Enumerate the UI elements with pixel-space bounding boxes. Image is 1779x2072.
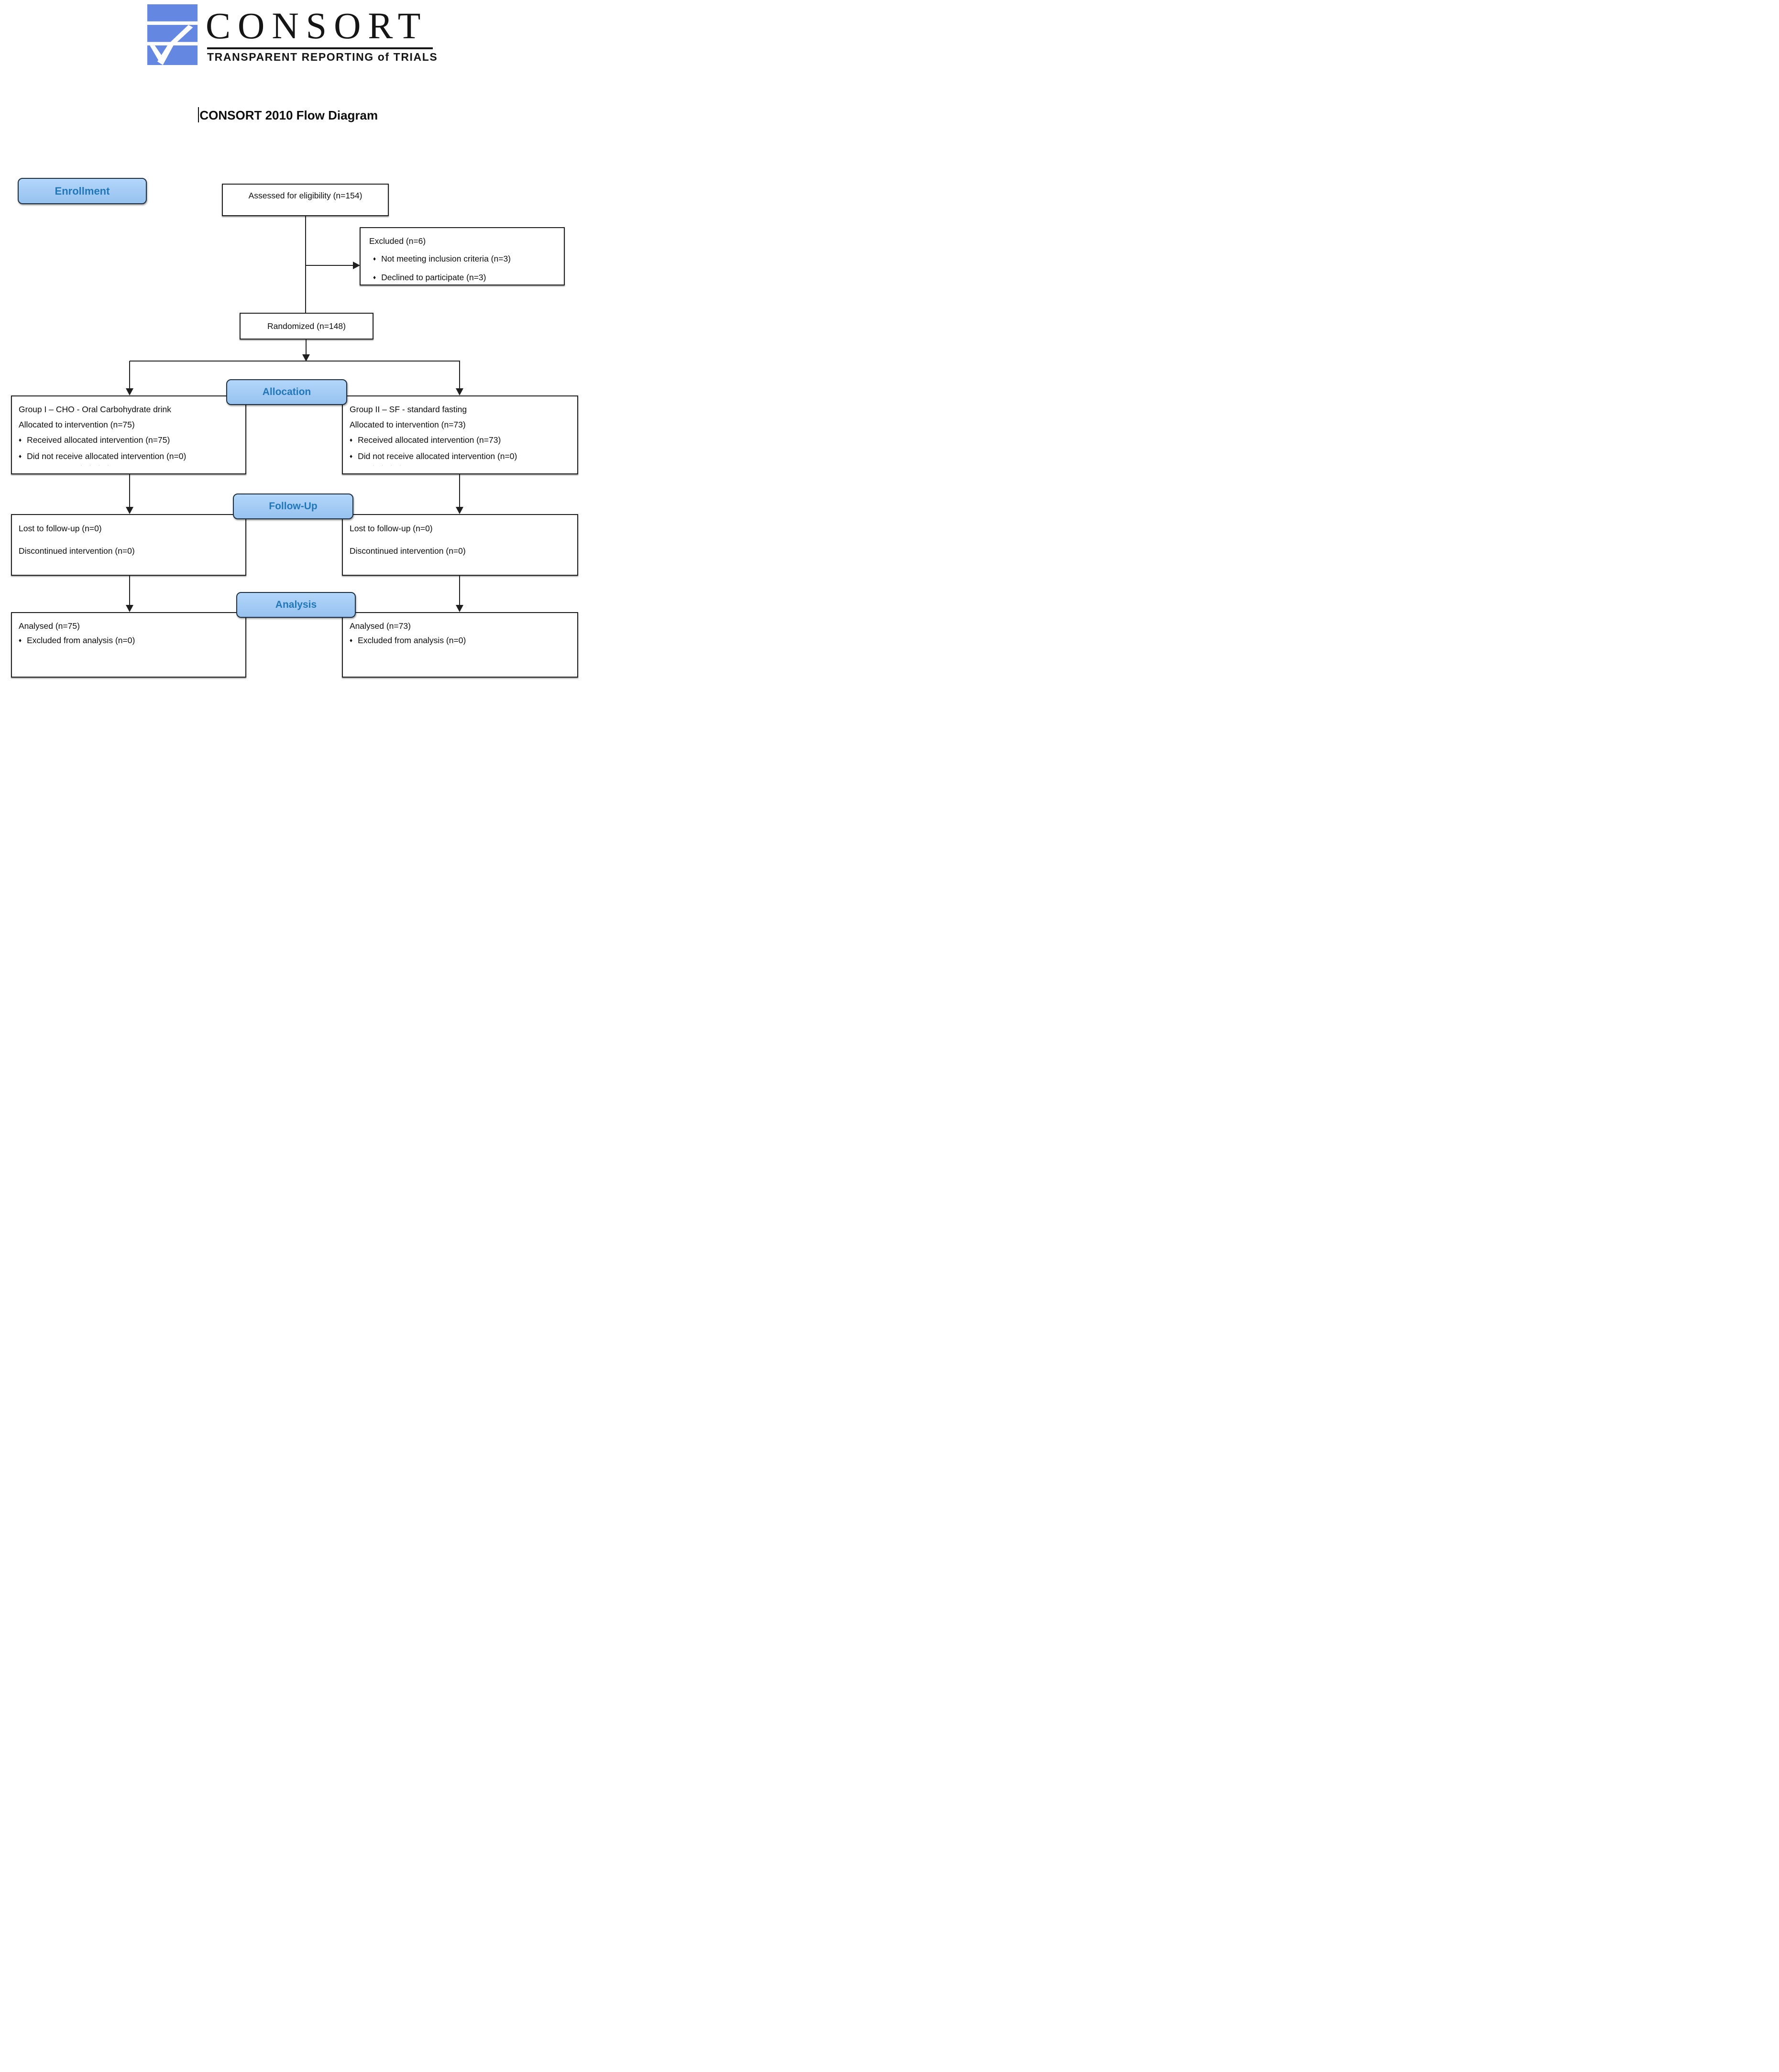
- diamond-bullet-icon: ♦: [19, 437, 22, 443]
- followup-line: Discontinued intervention (n=0): [350, 546, 466, 556]
- box-title: Excluded (n=6): [369, 236, 426, 246]
- bullet-item: ♦ Received allocated intervention (n=73): [350, 432, 573, 449]
- document-page: CONSORT TRANSPARENT REPORTING of TRIALS …: [0, 0, 593, 691]
- text-cursor: [198, 107, 199, 122]
- arrowhead-into-followup2-icon: [456, 507, 463, 514]
- bullet-text: Excluded from analysis (n=0): [358, 636, 466, 645]
- connector-branch-to-excluded: [306, 265, 354, 266]
- box-group1-allocation: Group I – CHO - Oral Carbohydrate drink …: [11, 395, 246, 474]
- connector-followup1-to-analysis1: [129, 576, 130, 605]
- bullet-text: Did not receive allocated intervention (…: [358, 451, 517, 461]
- box-excluded: Excluded (n=6) ♦ Not meeting inclusion c…: [360, 227, 565, 285]
- stage-label-text: Follow-Up: [269, 501, 318, 512]
- arrowhead-into-analysis1-icon: [126, 605, 133, 612]
- logo-brand-text: CONSORT: [206, 5, 428, 46]
- diamond-bullet-icon: ♦: [350, 453, 353, 460]
- group-title: Group II – SF - standard fasting: [350, 405, 467, 414]
- arrowhead-into-analysis2-icon: [456, 605, 463, 612]
- box-followup2: Lost to follow-up (n=0) Discontinued int…: [342, 514, 578, 576]
- bullet-item: ♦ Did not receive allocated intervention…: [19, 449, 242, 465]
- bullet-text: Received allocated intervention (n=73): [358, 435, 501, 445]
- stage-label-text: Enrollment: [55, 185, 110, 197]
- bullet-item: ♦ Did not receive allocated intervention…: [350, 449, 573, 465]
- logo-divider-line: [207, 47, 433, 49]
- arrowhead-into-group1-icon: [126, 388, 133, 395]
- logo-tagline: TRANSPARENT REPORTING of TRIALS: [207, 51, 438, 63]
- connector-followup2-to-analysis2: [459, 576, 460, 605]
- connector-branch-horizontal: [130, 361, 460, 362]
- arrowhead-randomized-junction-icon: [302, 354, 310, 362]
- page-title: CONSORT 2010 Flow Diagram: [199, 108, 378, 122]
- bullet-text: Excluded from analysis (n=0): [27, 636, 135, 645]
- stage-label-text: Allocation: [262, 386, 311, 397]
- connector-assessed-to-randomized: [305, 216, 306, 313]
- diamond-bullet-icon: ♦: [373, 274, 376, 281]
- arrowhead-into-group2-icon: [456, 388, 463, 395]
- allocated-line: Allocated to intervention (n=75): [19, 420, 135, 429]
- followup-line: Lost to follow-up (n=0): [19, 524, 102, 533]
- diamond-bullet-icon: ♦: [19, 453, 22, 460]
- diamond-bullet-icon: ♦: [19, 637, 22, 644]
- bullet-text: Declined to participate (n=3): [381, 273, 486, 282]
- connector-randomized-stub: [306, 340, 307, 362]
- box-analysis1: Analysed (n=75) ♦ Excluded from analysis…: [11, 612, 246, 678]
- stage-label-followup: Follow-Up: [233, 493, 353, 519]
- bullet-item: ♦ Not meeting inclusion criteria (n=3): [369, 250, 561, 269]
- stage-label-allocation: Allocation: [226, 379, 347, 405]
- arrowhead-into-excluded-icon: [353, 262, 360, 269]
- stage-label-analysis: Analysis: [236, 592, 356, 618]
- arrowhead-into-followup1-icon: [126, 507, 133, 514]
- diamond-bullet-icon: ♦: [373, 255, 376, 262]
- bullet-item: ♦ Excluded from analysis (n=0): [19, 636, 242, 646]
- box-title: Analysed (n=73): [350, 621, 411, 631]
- page-title-row: CONSORT 2010 Flow Diagram: [0, 107, 584, 123]
- connector-to-group1: [129, 361, 130, 389]
- diamond-bullet-icon: ♦: [350, 637, 353, 644]
- bullet-item: ♦ Excluded from analysis (n=0): [350, 636, 573, 646]
- group-title: Group I – CHO - Oral Carbohydrate drink: [19, 405, 172, 414]
- bullet-item: ♦ Received allocated intervention (n=75): [19, 432, 242, 449]
- stage-label-enrollment: Enrollment: [18, 178, 147, 204]
- box-assessed-for-eligibility: Assessed for eligibility (n=154): [222, 184, 389, 216]
- box-followup1: Lost to follow-up (n=0) Discontinued int…: [11, 514, 246, 576]
- box-randomized: Randomized (n=148): [240, 313, 373, 340]
- box-group2-allocation: Group II – SF - standard fasting Allocat…: [342, 395, 578, 474]
- connector-group1-to-followup1: [129, 474, 130, 507]
- cropped-text-artifact: · · · ·: [80, 462, 112, 468]
- box-text: Assessed for eligibility (n=154): [248, 191, 362, 200]
- bullet-text: Not meeting inclusion criteria (n=3): [381, 254, 511, 263]
- bullet-text: Received allocated intervention (n=75): [27, 435, 170, 445]
- followup-line: Lost to follow-up (n=0): [350, 524, 433, 533]
- consort-logo-icon: [147, 4, 198, 65]
- box-title: Analysed (n=75): [19, 621, 80, 631]
- box-text: Randomized (n=148): [267, 321, 346, 331]
- stage-label-text: Analysis: [275, 599, 317, 610]
- followup-line: Discontinued intervention (n=0): [19, 546, 135, 556]
- cropped-text-artifact: · · · ·: [373, 462, 404, 468]
- bullet-item: ♦ Declined to participate (n=3): [369, 269, 561, 287]
- bullet-text: Did not receive allocated intervention (…: [27, 451, 187, 461]
- diamond-bullet-icon: ♦: [350, 437, 353, 443]
- box-analysis2: Analysed (n=73) ♦ Excluded from analysis…: [342, 612, 578, 678]
- connector-group2-to-followup2: [459, 474, 460, 507]
- connector-to-group2: [459, 361, 460, 389]
- allocated-line: Allocated to intervention (n=73): [350, 420, 466, 429]
